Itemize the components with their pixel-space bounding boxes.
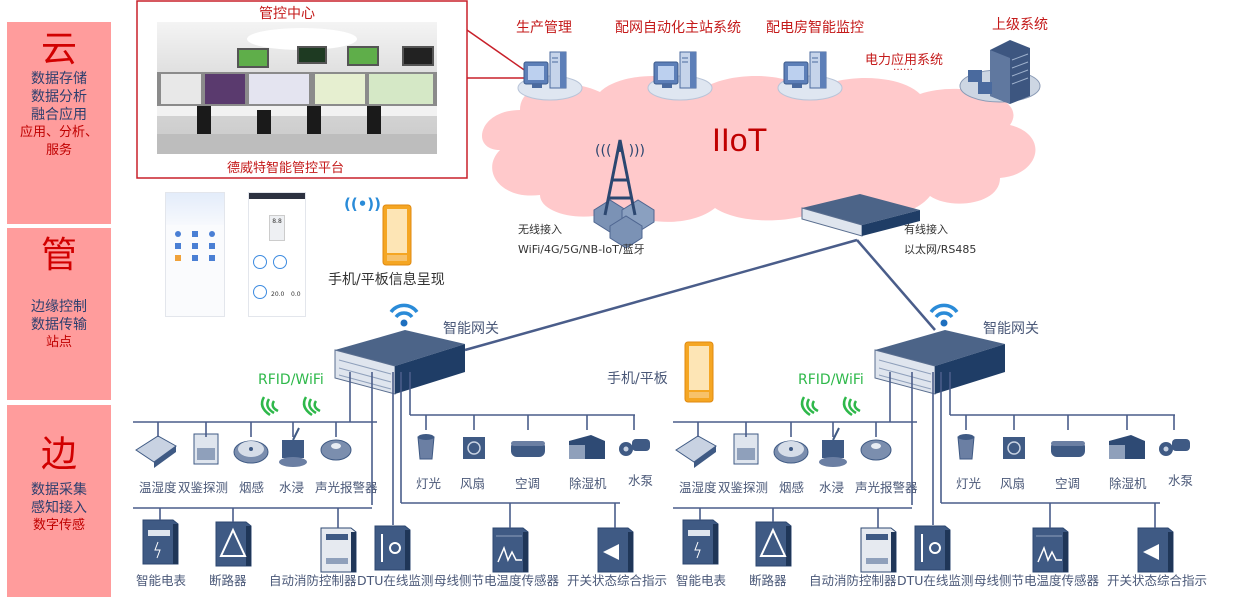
tier-cloud-line: 数据分析 xyxy=(31,89,87,105)
sensor-label: 双鉴探测 xyxy=(718,480,769,495)
iiot-label: IIoT xyxy=(712,122,768,158)
control-center-frame xyxy=(136,0,532,179)
actuator-label: 除湿机 xyxy=(1109,476,1147,491)
building-icon xyxy=(959,40,1041,104)
actuator-label: 灯光 xyxy=(956,476,982,491)
device-label: DTU在线监测 xyxy=(897,573,974,588)
device-label: 断路器 xyxy=(209,573,247,588)
wifi-icon xyxy=(929,303,959,329)
svg-text:((•)): ((•)) xyxy=(344,195,381,213)
mobile-info-label: 手机/平板信息呈现 xyxy=(328,272,445,288)
tier-edge-title: 边 xyxy=(40,434,77,475)
actuator-label: 水泵 xyxy=(628,473,654,488)
gateway-group xyxy=(675,303,1190,573)
sensor-label: 烟感 xyxy=(239,480,265,495)
wireless-tower-icon: ((( • ))) xyxy=(593,139,655,249)
uplink-line xyxy=(856,239,936,331)
sensor-label: 声光报警器 xyxy=(855,480,918,495)
device-label: 智能电表 xyxy=(136,573,187,588)
platform-name: 德威特智能管控平台 xyxy=(227,161,345,176)
actuator-label: 空调 xyxy=(1055,476,1081,491)
actuator-label: 水泵 xyxy=(1168,473,1194,488)
gateway-group xyxy=(135,303,650,573)
device-label: 开关状态综合指示 xyxy=(567,573,668,588)
gateway-label: 智能网关 xyxy=(983,321,1039,337)
device-label: 智能电表 xyxy=(676,573,727,588)
wireless-access-title: 无线接入 xyxy=(518,223,562,236)
tier-cloud: 云 数据存储 数据分析 融合应用 应用、分析、 服务 xyxy=(7,22,111,224)
device-label: 自动消防控制器 xyxy=(269,573,357,588)
sensor-label: 温湿度 xyxy=(679,480,717,495)
actuator-label: 除湿机 xyxy=(569,476,607,491)
gateway-label: 智能网关 xyxy=(443,321,499,337)
wifi-icon xyxy=(389,303,419,329)
device-label: 开关状态综合指示 xyxy=(1107,573,1208,588)
mobile-app-screen-home xyxy=(165,192,225,317)
app-value: 0.0 xyxy=(291,291,301,298)
tier-pipe-line: 边缘控制 xyxy=(31,299,87,315)
wireless-access-detail: WiFi/4G/5G/NB-IoT/蓝牙 xyxy=(518,243,645,256)
wireless-wave-icon xyxy=(800,395,820,417)
iiot-cloud xyxy=(481,75,1036,222)
rfid-wifi-label: RFID/WiFi xyxy=(258,372,324,388)
sensor-label: 双鉴探测 xyxy=(178,480,229,495)
wireless-wave-icon xyxy=(842,395,862,417)
tier-pipe: 管 边缘控制 数据传输 站点 xyxy=(7,228,111,400)
tier-cloud-line: 融合应用 xyxy=(31,107,87,123)
actuator-label: 空调 xyxy=(515,476,541,491)
gateway-icon xyxy=(334,329,466,395)
sensor-label: 声光报警器 xyxy=(315,480,378,495)
sensor-label: 水浸 xyxy=(279,480,305,495)
app-value: 20.0 xyxy=(271,291,285,298)
tablet-icon xyxy=(382,204,412,266)
tier-edge-red-line: 数字传感 xyxy=(32,518,85,533)
tier-cloud-red-line: 应用、分析、 xyxy=(19,125,98,140)
control-center-title: 管控中心 xyxy=(259,6,315,22)
system-label-distribution-master: 配网自动化主站系统 xyxy=(615,20,741,36)
server-icon xyxy=(517,51,583,101)
wired-access-detail: 以太网/RS485 xyxy=(904,243,977,256)
actuator-label: 风扇 xyxy=(1000,476,1026,491)
wireless-wave-icon xyxy=(302,395,322,417)
tier-cloud-line: 数据存储 xyxy=(31,71,87,87)
app-value: 8.8 xyxy=(269,215,285,241)
uplink-line xyxy=(464,238,858,352)
system-label-room-monitoring: 配电房智能监控 xyxy=(766,20,864,36)
actuator-label: 风扇 xyxy=(460,476,486,491)
device-label: DTU在线监测 xyxy=(357,573,434,588)
tier-edge-line: 感知接入 xyxy=(31,500,87,516)
power-apps-ellipsis: …… xyxy=(893,62,913,73)
server-icon xyxy=(647,51,713,101)
server-icon xyxy=(777,51,843,101)
switch-icon xyxy=(801,194,920,237)
wired-access-title: 有线接入 xyxy=(904,223,948,236)
tier-pipe-line: 数据传输 xyxy=(31,317,87,333)
gateway-icon xyxy=(874,329,1006,395)
mobile-app-screen-detail: 8.8 20.0 0.0 xyxy=(248,192,306,317)
device-label: 母线侧节电温度传感器 xyxy=(974,573,1100,588)
tablet-icon xyxy=(684,341,714,403)
actuator-label: 灯光 xyxy=(416,476,442,491)
sensor-label: 水浸 xyxy=(819,480,845,495)
tier-cloud-title: 云 xyxy=(40,29,77,70)
tier-pipe-title: 管 xyxy=(40,235,77,276)
wireless-wave-icon xyxy=(260,395,280,417)
power-apps-label: 电力应用系统 xyxy=(865,53,944,68)
tier-edge: 边 数据采集 感知接入 数字传感 xyxy=(7,405,111,597)
device-label: 断路器 xyxy=(749,573,787,588)
tier-cloud-red-line: 服务 xyxy=(45,143,72,158)
system-label-production: 生产管理 xyxy=(516,20,572,36)
svg-text:((( • ))): ((( • ))) xyxy=(595,143,645,159)
control-center-image xyxy=(157,22,437,154)
mobile-phone-label: 手机/平板 xyxy=(607,371,668,387)
upper-system-label: 上级系统 xyxy=(992,17,1048,33)
device-label: 自动消防控制器 xyxy=(809,573,897,588)
tier-pipe-red-line: 站点 xyxy=(45,335,72,350)
tier-edge-line: 数据采集 xyxy=(31,482,87,498)
wifi-signal-icon: ((•)) xyxy=(344,195,381,213)
sensor-label: 烟感 xyxy=(779,480,805,495)
device-label: 母线侧节电温度传感器 xyxy=(434,573,560,588)
sensor-label: 温湿度 xyxy=(139,480,177,495)
rfid-wifi-label: RFID/WiFi xyxy=(798,372,864,388)
